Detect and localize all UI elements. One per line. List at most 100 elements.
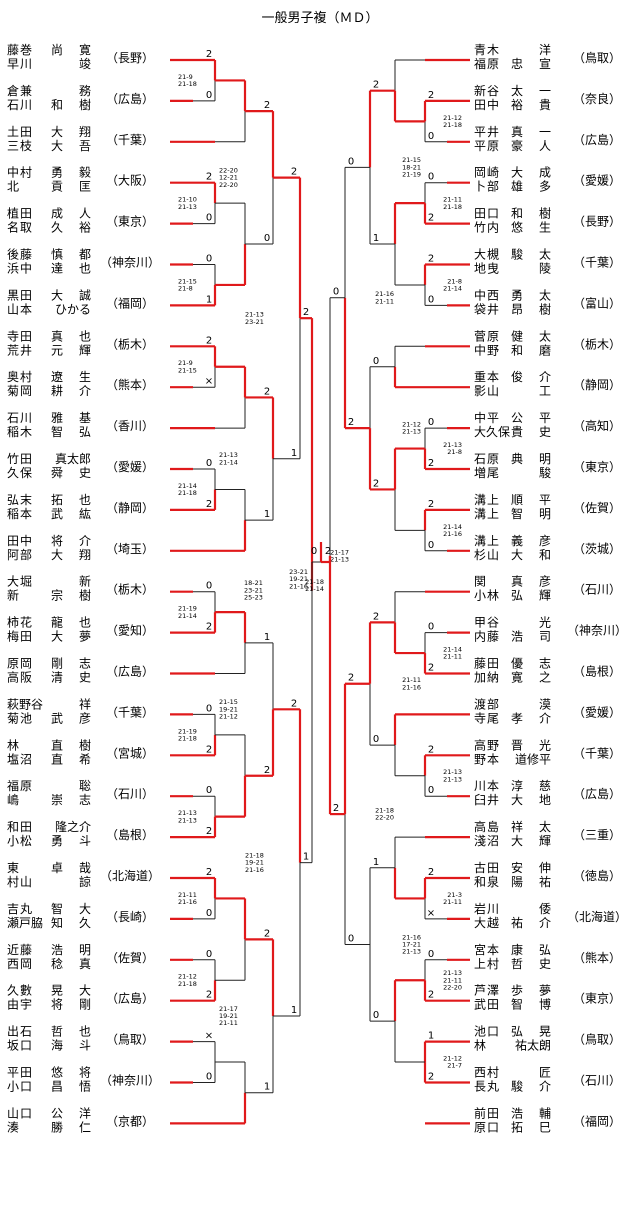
team-prefecture: （東京） [573,992,621,1006]
team-player-name: 中 [474,287,486,302]
team-player-name: 卜 [474,180,486,194]
match-score: 2 [348,417,354,428]
team-player-name: 大 [511,793,523,807]
team-player-name: 彦 [539,574,551,589]
match-score: 2 [206,172,212,183]
team-player-name: 口 [487,1120,499,1134]
match-score: 0 [264,233,270,244]
team-prefecture: （長野） [106,51,154,65]
team-player-name: 磨 [539,343,551,357]
team-player-name: 稲 [7,507,19,521]
team-player-name: 渡 [474,696,486,711]
game-score: 21-13 [443,969,462,977]
team-player-name: 悟 [79,1079,91,1094]
team-player-name: 中 [487,97,499,112]
team-player-name: 直 [51,738,63,752]
team-player-name: 介 [539,916,551,930]
team-player-name: 博 [539,997,551,1012]
team-player-name: 松 [20,834,32,848]
team-player-name: 寛 [79,42,91,57]
team-player-name: 大 [7,575,19,589]
team-player-name: 山 [20,875,32,889]
team-player-name: 介 [79,534,91,548]
game-score: 21-11 [402,676,421,684]
team-player-name: 平 [487,411,499,425]
team-player-name: 知 [51,916,63,930]
team-player-name: 龍 [51,615,63,630]
team-player-name: 高 [474,819,486,834]
game-score: 23-21 [244,586,263,594]
game-score: 21-18 [178,80,197,88]
game-score: 21-18 [178,980,197,988]
game-score: 22-20 [219,166,238,174]
team-player-name: 浩 [511,1106,523,1120]
game-score: 21-12 [178,973,197,981]
team-player-name: 竣 [79,56,91,71]
team-player-name: 内 [487,221,499,235]
team-player-name: 山 [7,1106,19,1120]
team-player-name: 原 [20,779,32,793]
match-score: 2 [428,744,434,755]
match-score: 0 [428,417,434,428]
team-player-name: 岡 [20,657,32,671]
team-player-name: 歩 [511,983,523,998]
team-player-name: 沼 [487,834,499,848]
team-player-name: 本 [487,752,499,766]
team-player-name: 泉 [487,875,499,889]
team-player-name: 川 [20,98,32,112]
team-player-name: 寛 [511,670,523,685]
team-player-name: 光 [539,738,551,752]
team-player-name: 祐太朗 [515,1038,551,1053]
team-player-name: 阿 [7,548,19,562]
team-player-name: 祐 [539,875,551,889]
team-player-name: 井 [487,125,499,139]
team-player-name: 小 [7,1080,19,1094]
team-player-name: 輔 [539,1106,551,1120]
team-player-name: 清 [51,671,63,685]
game-score: 21-11 [443,196,462,204]
team-player-name: 真 [511,125,523,139]
team-player-name: 真 [79,957,91,971]
match-score: 2 [206,990,212,1001]
team-player-name: 藤 [474,657,486,671]
team-player-name: 都 [79,248,91,262]
match-score: 0 [206,213,212,224]
team-player-name: 原 [474,1120,486,1134]
team-prefecture: （千葉） [573,746,621,760]
team-player-name: 新 [7,588,19,603]
team-player-name: 剛 [79,998,91,1012]
team-player-name: 地 [474,262,486,276]
team-player-name: 原 [487,452,499,466]
game-score: 21-9 [178,73,193,81]
match-score: 1 [428,1031,434,1042]
team-player-name: 内 [474,630,486,644]
team-player-name: 北 [7,180,19,194]
game-score: 21-11 [219,1019,238,1027]
team-player-name: 稔 [51,957,63,971]
match-score: 0 [206,908,212,919]
team-player-name: 陵 [539,262,551,276]
match-score: 2 [428,663,434,674]
team-player-name: 出 [7,1025,19,1039]
team-player-name: 田 [20,207,32,221]
team-prefecture: （大阪） [106,174,154,188]
team-player-name: 公 [51,1106,63,1120]
game-score: 21-18 [375,806,394,814]
team-player-name: 湊 [7,1120,19,1134]
team-player-name: 大 [511,166,523,180]
team-player-name: 田 [474,207,486,221]
match-score: 2 [428,458,434,469]
team-player-name: 樹 [79,589,91,603]
team-player-name: 拓 [51,493,63,507]
team-player-name: 直 [51,752,63,766]
game-score: 21-3 [447,891,462,899]
team-prefecture: （佐賀） [106,951,154,965]
team-player-name: 史 [79,671,91,685]
team-player-name: 久 [79,916,91,930]
team-prefecture: （栃木） [106,337,154,351]
team-player-name: 真 [51,329,63,343]
team-player-name: 平 [474,139,486,153]
match-score: 0 [206,785,212,796]
team-player-name: 夢 [79,630,91,644]
team-player-name: 工 [539,384,551,398]
